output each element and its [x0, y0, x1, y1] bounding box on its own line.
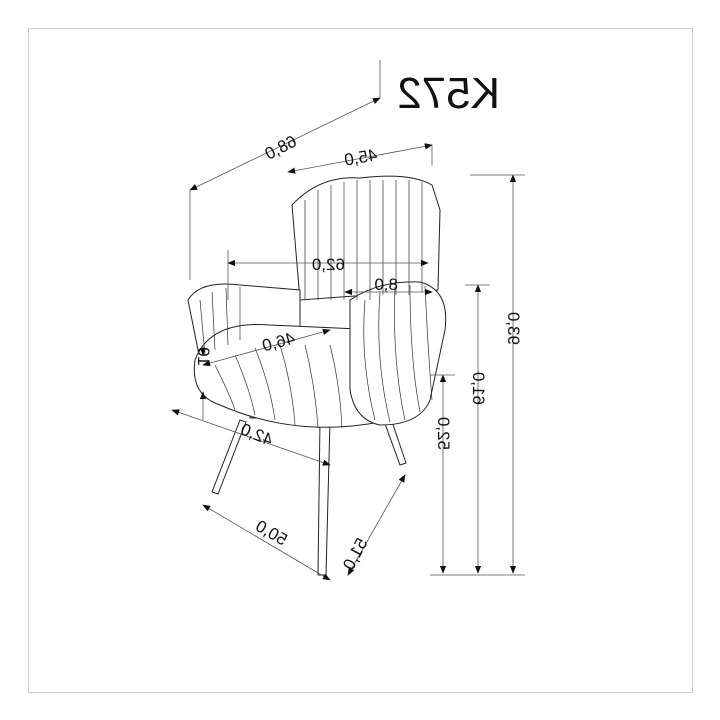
label-total-height: 93,0	[504, 312, 523, 345]
label-depth-total: 68,0	[262, 132, 300, 164]
chair-drawing	[187, 175, 447, 576]
label-width-total: 62,0	[312, 255, 345, 274]
label-seat-width: 42,0	[238, 420, 276, 450]
label-armrest-height: 61,0	[469, 372, 488, 405]
label-armrest-width: 8,0	[374, 275, 398, 294]
dimension-labels: K572 68,0 45,0 62,0 8,0 46,0 10 42,0 50,…	[194, 69, 523, 573]
label-seat-thickness: 10	[194, 347, 213, 366]
dimension-lines	[171, 60, 525, 581]
label-back-width: 45,0	[343, 145, 379, 169]
label-seat-height: 52,0	[434, 417, 453, 450]
label-base-width: 51,0	[339, 535, 371, 573]
model-title: K572	[397, 69, 500, 118]
label-base-depth: 50,0	[252, 516, 290, 549]
frame-border	[28, 28, 693, 693]
